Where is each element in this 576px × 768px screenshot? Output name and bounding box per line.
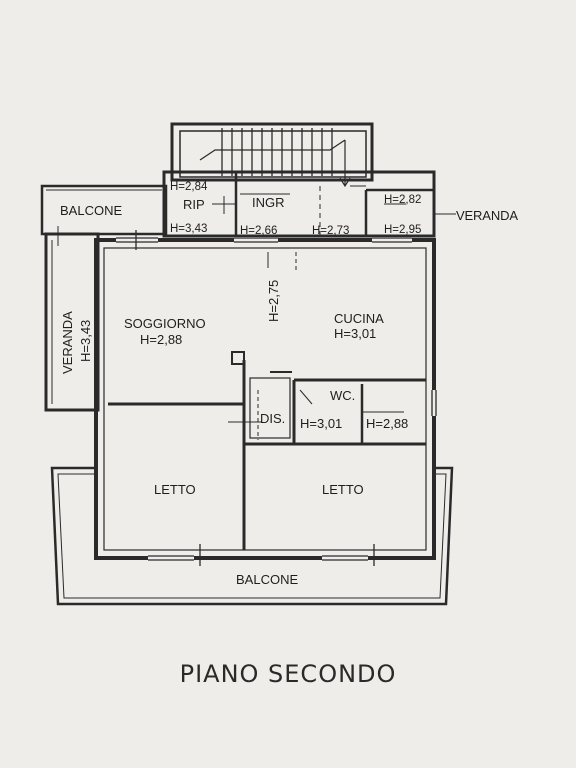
cucina-height: H=3,01 [334,326,376,341]
veranda-top-label: VERANDA [456,208,518,223]
veranda-top-h-top: H=2,82 [384,194,421,206]
rip-label: RIP [183,197,205,212]
ingr-label: INGR [252,195,285,210]
wc-height: H=3,01 [300,416,342,431]
stairwell [170,122,374,188]
apartment-walls [94,238,436,560]
floor-title: PIANO SECONDO [179,660,397,688]
soggiorno-label: SOGGIORNO [124,316,206,331]
service-strip [162,170,456,238]
balcone-bottom-outline [50,466,454,606]
veranda-left-height: H=3,43 [78,320,93,362]
soggiorno-height: H=2,88 [140,332,182,347]
stair-treads [221,128,333,176]
cucina-label: CUCINA [334,311,384,326]
letto-left-label: LETTO [154,482,196,497]
ingr-h-left: H=2,66 [240,225,277,237]
interior-walls [108,252,426,550]
balcone-bottom-label: BALCONE [236,572,298,587]
balcone-top-outline [40,184,168,236]
wc-label: WC. [330,388,355,403]
letto-right-label: LETTO [322,482,364,497]
rip-h-bottom: H=3,43 [170,223,207,235]
veranda-top-h-bottom: H=2,95 [384,224,421,236]
windows [116,230,437,566]
rip-h-top: H=2,84 [170,181,208,193]
balcone-top-label: BALCONE [60,203,122,218]
veranda-left-label: VERANDA [60,311,75,374]
dis-label: DIS. [260,411,285,426]
wc2-height: H=2,88 [366,416,408,431]
ingr-h-right: H=2,73 [312,225,349,237]
corridor-height: H=2,75 [266,280,281,322]
